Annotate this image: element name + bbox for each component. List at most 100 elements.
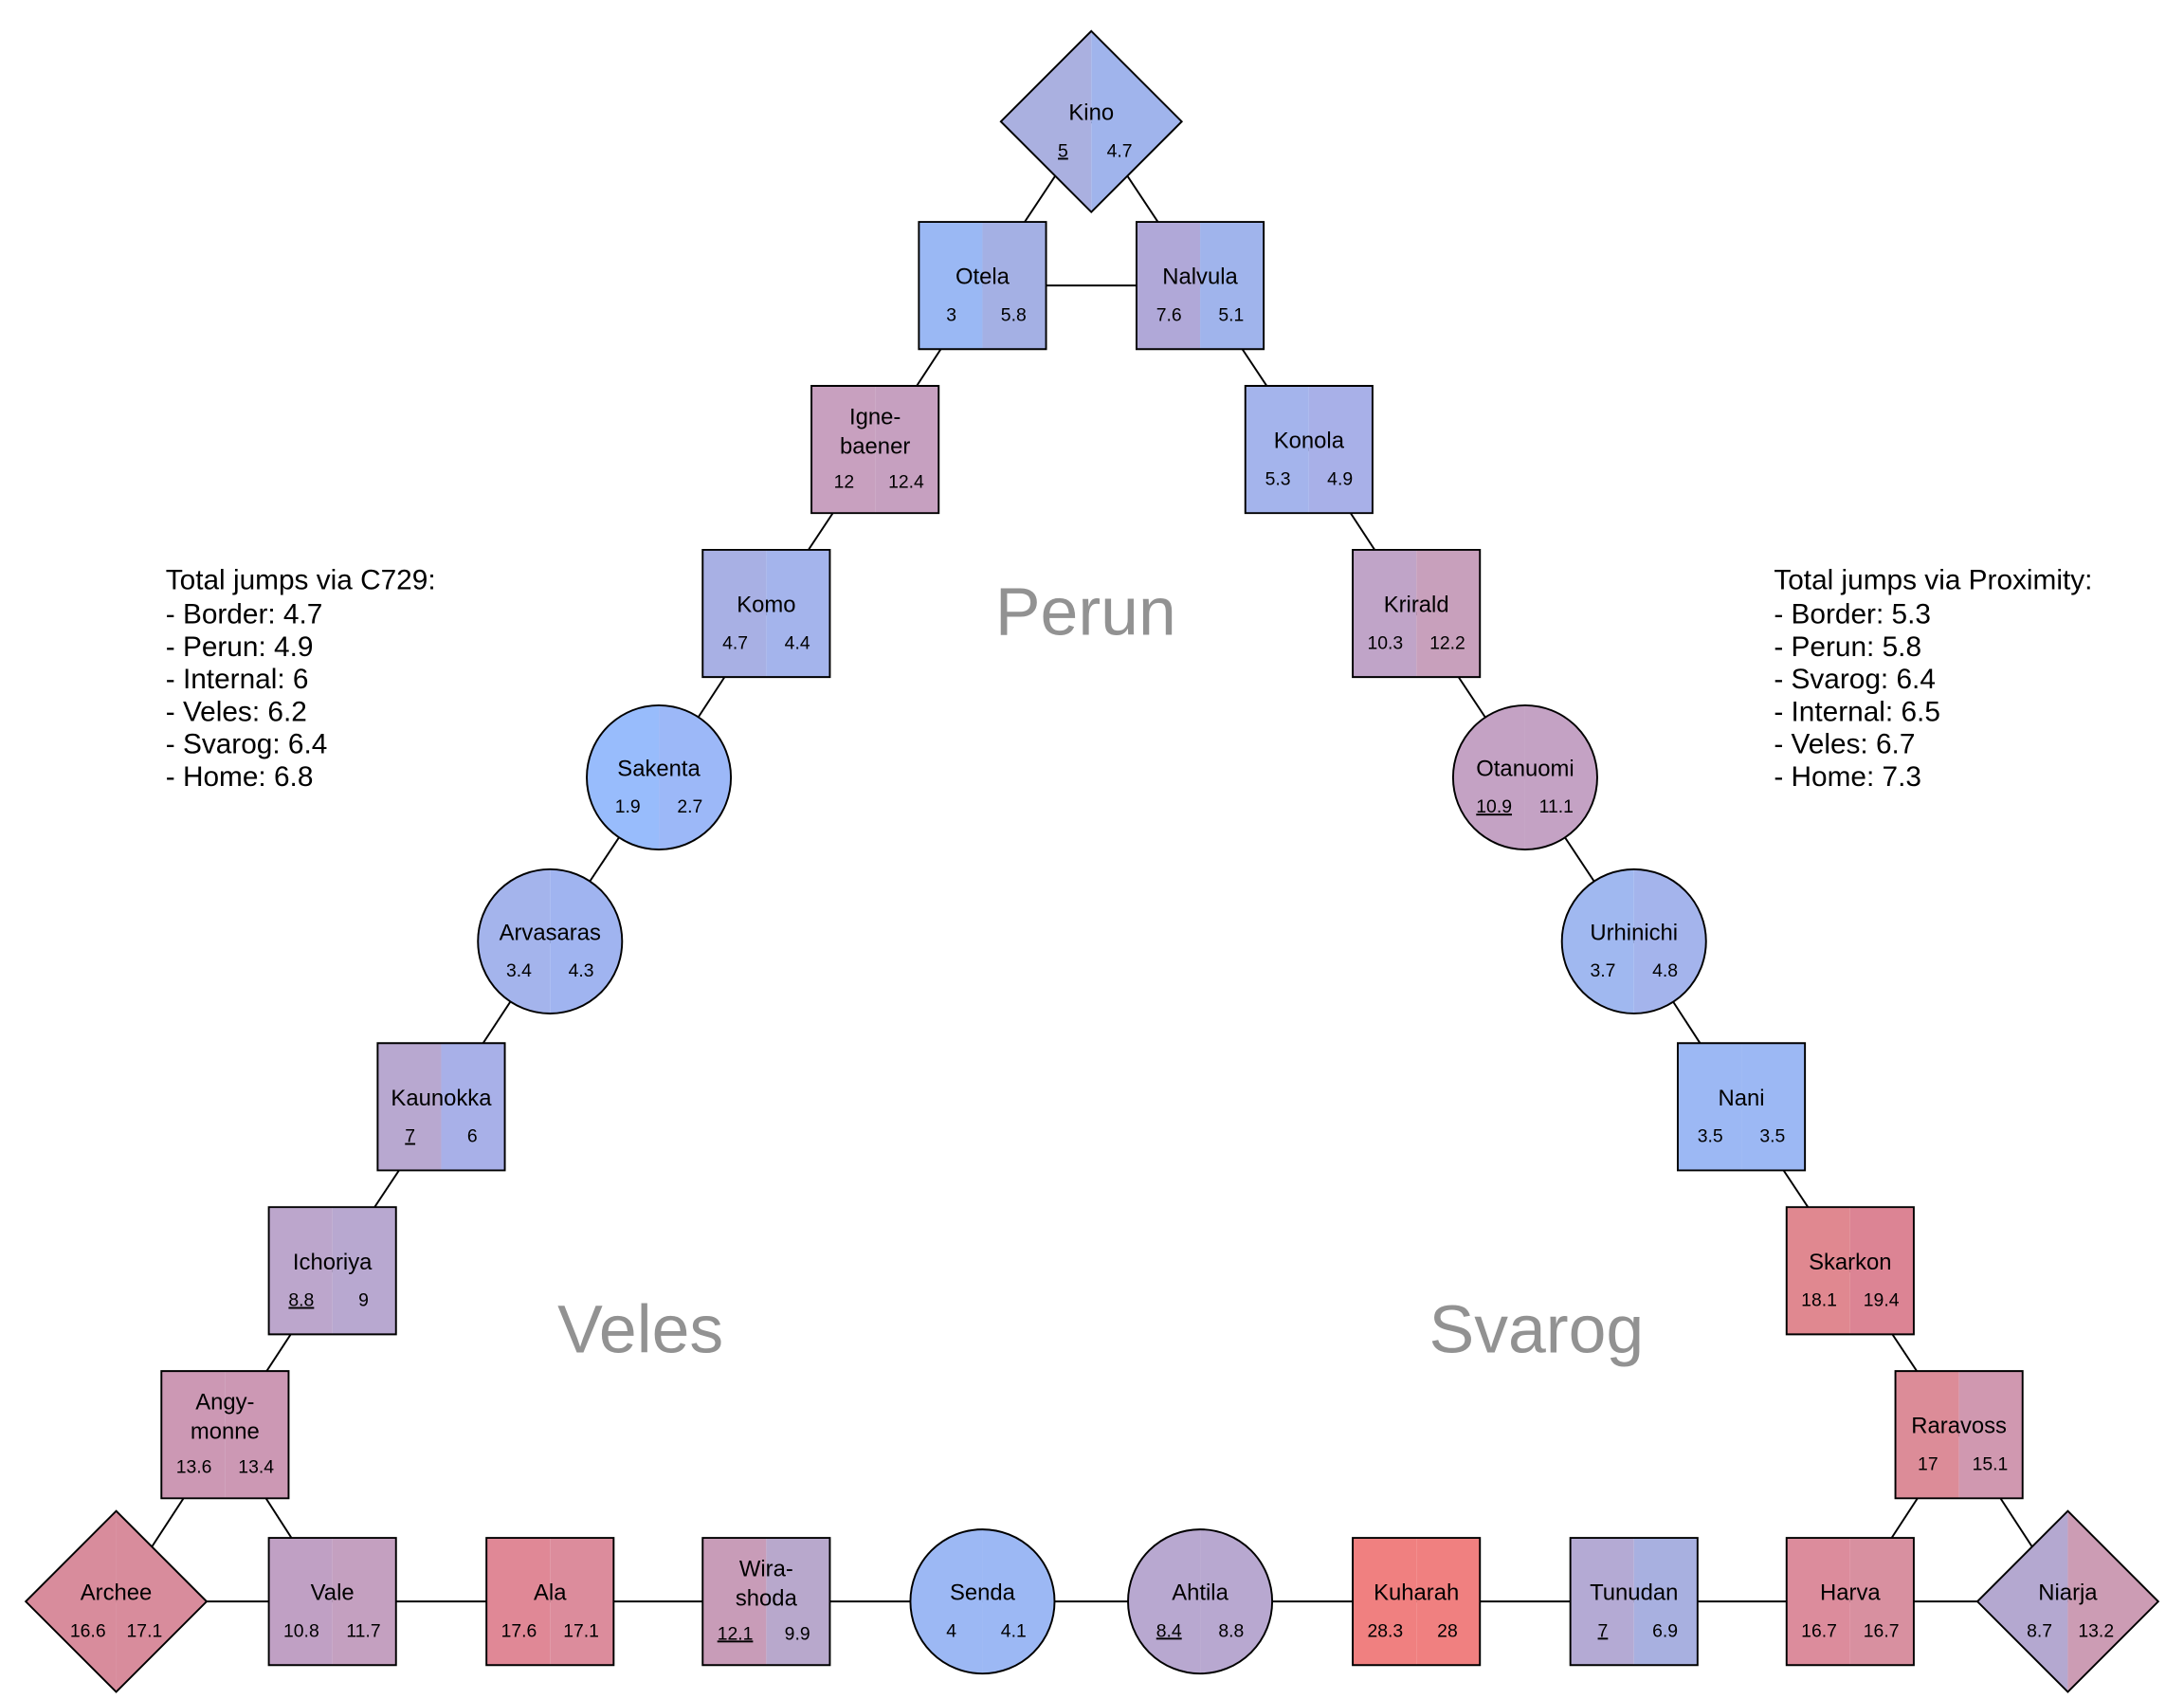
node-value-left: 3.4 [506, 960, 532, 981]
node-name: Harva [1820, 1580, 1881, 1606]
node-name: monne [191, 1419, 260, 1445]
node-value-left: 17 [1918, 1453, 1938, 1474]
node-value-right: 13.4 [238, 1456, 274, 1477]
node-value-right: 9.9 [785, 1623, 810, 1644]
node-right-half [1200, 222, 1265, 350]
node-value-right: 5.8 [1001, 304, 1027, 325]
node-right-half [332, 1538, 396, 1666]
node-value-left: 7 [1598, 1620, 1609, 1641]
region-label-perun: Perun [995, 574, 1176, 649]
node-right-half [766, 1538, 830, 1666]
node-outline [1785, 1537, 1915, 1667]
node-name: Otela [956, 265, 1010, 290]
node-left-half [1353, 1538, 1417, 1666]
node-value-right: 17.1 [563, 1620, 599, 1641]
node-right-half [332, 1207, 396, 1335]
node-name: Urhinichi [1590, 920, 1678, 945]
node-value-right: 28 [1437, 1620, 1458, 1641]
right-info-block: Total jumps via Proximity: - Border: 5.3… [1774, 565, 2092, 793]
node-outline [1785, 1206, 1915, 1336]
node-right-half [1308, 386, 1373, 514]
node-value-right: 11.7 [346, 1620, 380, 1641]
node-name: Nalvula [1162, 265, 1238, 290]
node-left-half [377, 1043, 442, 1171]
node-name: Konola [1274, 429, 1345, 454]
node-value-left: 3 [946, 304, 956, 325]
node-value-right: 9 [358, 1290, 369, 1311]
node-value-right: 4.4 [785, 632, 810, 653]
node-name: Tunudan [1590, 1580, 1678, 1606]
node-outline [586, 704, 733, 850]
node-left-half [1570, 1538, 1634, 1666]
node-name: Kaunokka [391, 1086, 492, 1111]
node-outline [810, 385, 940, 515]
node-outline [1975, 1509, 2160, 1693]
node-value-left: 12 [834, 471, 855, 492]
node-outline [1676, 1042, 1807, 1172]
node-outline [267, 1206, 397, 1336]
node-outline [1560, 868, 1707, 1014]
node-value-right: 3.5 [1759, 1126, 1785, 1147]
node-name: Sakenta [617, 756, 701, 781]
node-name: Komo [737, 593, 795, 618]
node-value-left: 17.6 [501, 1620, 537, 1641]
node-name: shoda [736, 1586, 798, 1612]
node-left-half [486, 1538, 551, 1666]
node-value-left: 3.7 [1590, 960, 1615, 981]
node-right-half [982, 222, 1046, 350]
node-left-half [702, 549, 767, 678]
node-right-half [1416, 1538, 1481, 1666]
right-info-line: - Veles: 6.7 [1774, 729, 1915, 760]
node-name: Niarja [2038, 1580, 2098, 1606]
node-name: Arvasaras [500, 920, 601, 945]
left-info-line: - Veles: 6.2 [166, 696, 307, 727]
node-name: Skarkon [1809, 1250, 1891, 1275]
node-outline [376, 1042, 506, 1172]
right-info-line: - Perun: 5.8 [1774, 631, 1921, 663]
node-right-half [1633, 1538, 1698, 1666]
left-info-line: - Border: 4.7 [166, 598, 323, 630]
left-info-line: - Svarog: 6.4 [166, 729, 328, 760]
node-left-half [161, 1371, 226, 1499]
node-outline [999, 29, 1184, 213]
node-right-half [1741, 1043, 1806, 1171]
left-info-title: Total jumps via C729: [166, 565, 436, 596]
node-outline [24, 1509, 209, 1693]
node-outline [1127, 1528, 1274, 1675]
node-right-half [441, 1043, 505, 1171]
node-right-half [766, 549, 830, 678]
node-value-left: 8.4 [1156, 1620, 1182, 1641]
node-outline [267, 1537, 397, 1667]
node-left-half [268, 1207, 333, 1335]
node-right-half [875, 386, 939, 514]
